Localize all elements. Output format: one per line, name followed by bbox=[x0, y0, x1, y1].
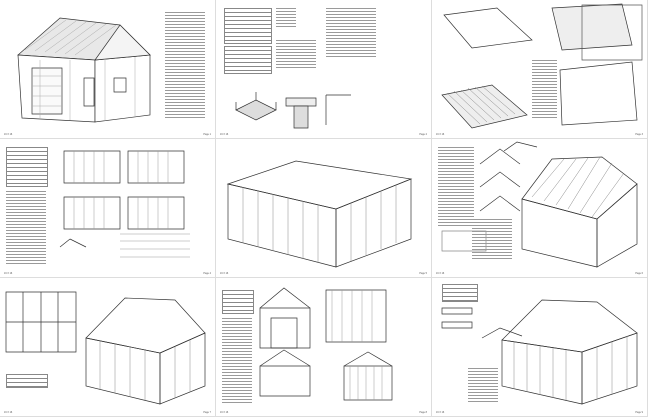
wall-assembly-drawing bbox=[216, 139, 432, 278]
sheet-code: 16 X 16 bbox=[4, 133, 13, 136]
text-block bbox=[326, 8, 376, 58]
sheet-code: 16 X 16 bbox=[436, 272, 445, 275]
page-number: Page 7 bbox=[203, 411, 211, 414]
materials-table bbox=[224, 46, 272, 74]
text-block bbox=[438, 147, 474, 227]
plan-sheet-3: 16 X 16 Page 3 bbox=[432, 0, 648, 139]
elevation-drawing bbox=[216, 278, 432, 417]
floor-framing-drawing bbox=[432, 0, 648, 139]
sheet-code: 16 X 16 bbox=[4, 272, 13, 275]
plan-sheet-8: 16 X 16 Page 8 bbox=[216, 278, 432, 417]
sheet-code: 16 X 16 bbox=[220, 411, 229, 414]
materials-table bbox=[224, 8, 272, 44]
sheet-code: 16 X 16 bbox=[436, 133, 445, 136]
foundation-detail-drawing bbox=[216, 0, 432, 139]
plan-sheet-5: 16 X 16 Page 5 bbox=[216, 139, 432, 278]
wall-framing-drawing bbox=[0, 139, 216, 278]
text-block bbox=[468, 368, 498, 404]
plan-sheet-9: 16 X 16 Page 9 bbox=[432, 278, 648, 417]
sheet-code: 16 X 16 bbox=[220, 272, 229, 275]
cut-list-table bbox=[6, 147, 48, 187]
page-number: Page 5 bbox=[419, 272, 427, 275]
sheet-code: 16 X 16 bbox=[436, 411, 445, 414]
page-number: Page 2 bbox=[419, 133, 427, 136]
page-number: Page 1 bbox=[203, 133, 211, 136]
page-number: Page 4 bbox=[203, 272, 211, 275]
roof-framing-drawing bbox=[432, 139, 648, 278]
text-block bbox=[276, 40, 316, 70]
text-block bbox=[276, 8, 296, 28]
text-block bbox=[222, 318, 252, 403]
page-number: Page 9 bbox=[635, 411, 643, 414]
materials-table bbox=[442, 284, 478, 302]
roof-sheathing-drawing bbox=[0, 278, 216, 417]
text-block bbox=[532, 60, 557, 120]
plan-sheet-7: 16 X 16 Page 7 bbox=[0, 278, 216, 417]
sheet-code: 16 X 16 bbox=[220, 133, 229, 136]
plan-sheet-1: 16 X 16 Page 1 bbox=[0, 0, 216, 139]
page-number: Page 3 bbox=[635, 133, 643, 136]
page-number: Page 6 bbox=[635, 272, 643, 275]
page-number: Page 8 bbox=[419, 411, 427, 414]
sheet-code: 16 X 16 bbox=[4, 411, 13, 414]
siding-drawing bbox=[432, 278, 648, 417]
text-block bbox=[165, 12, 205, 120]
materials-table bbox=[222, 290, 254, 314]
text-block bbox=[472, 219, 512, 259]
shed-exterior-drawing bbox=[0, 0, 216, 139]
text-block bbox=[6, 191, 46, 266]
plan-sheet-4: 16 X 16 Page 4 bbox=[0, 139, 216, 278]
materials-table bbox=[6, 374, 48, 388]
plan-sheet-2: 16 X 16 Page 2 bbox=[216, 0, 432, 139]
plan-sheet-6: 16 X 16 Page 6 bbox=[432, 139, 648, 278]
